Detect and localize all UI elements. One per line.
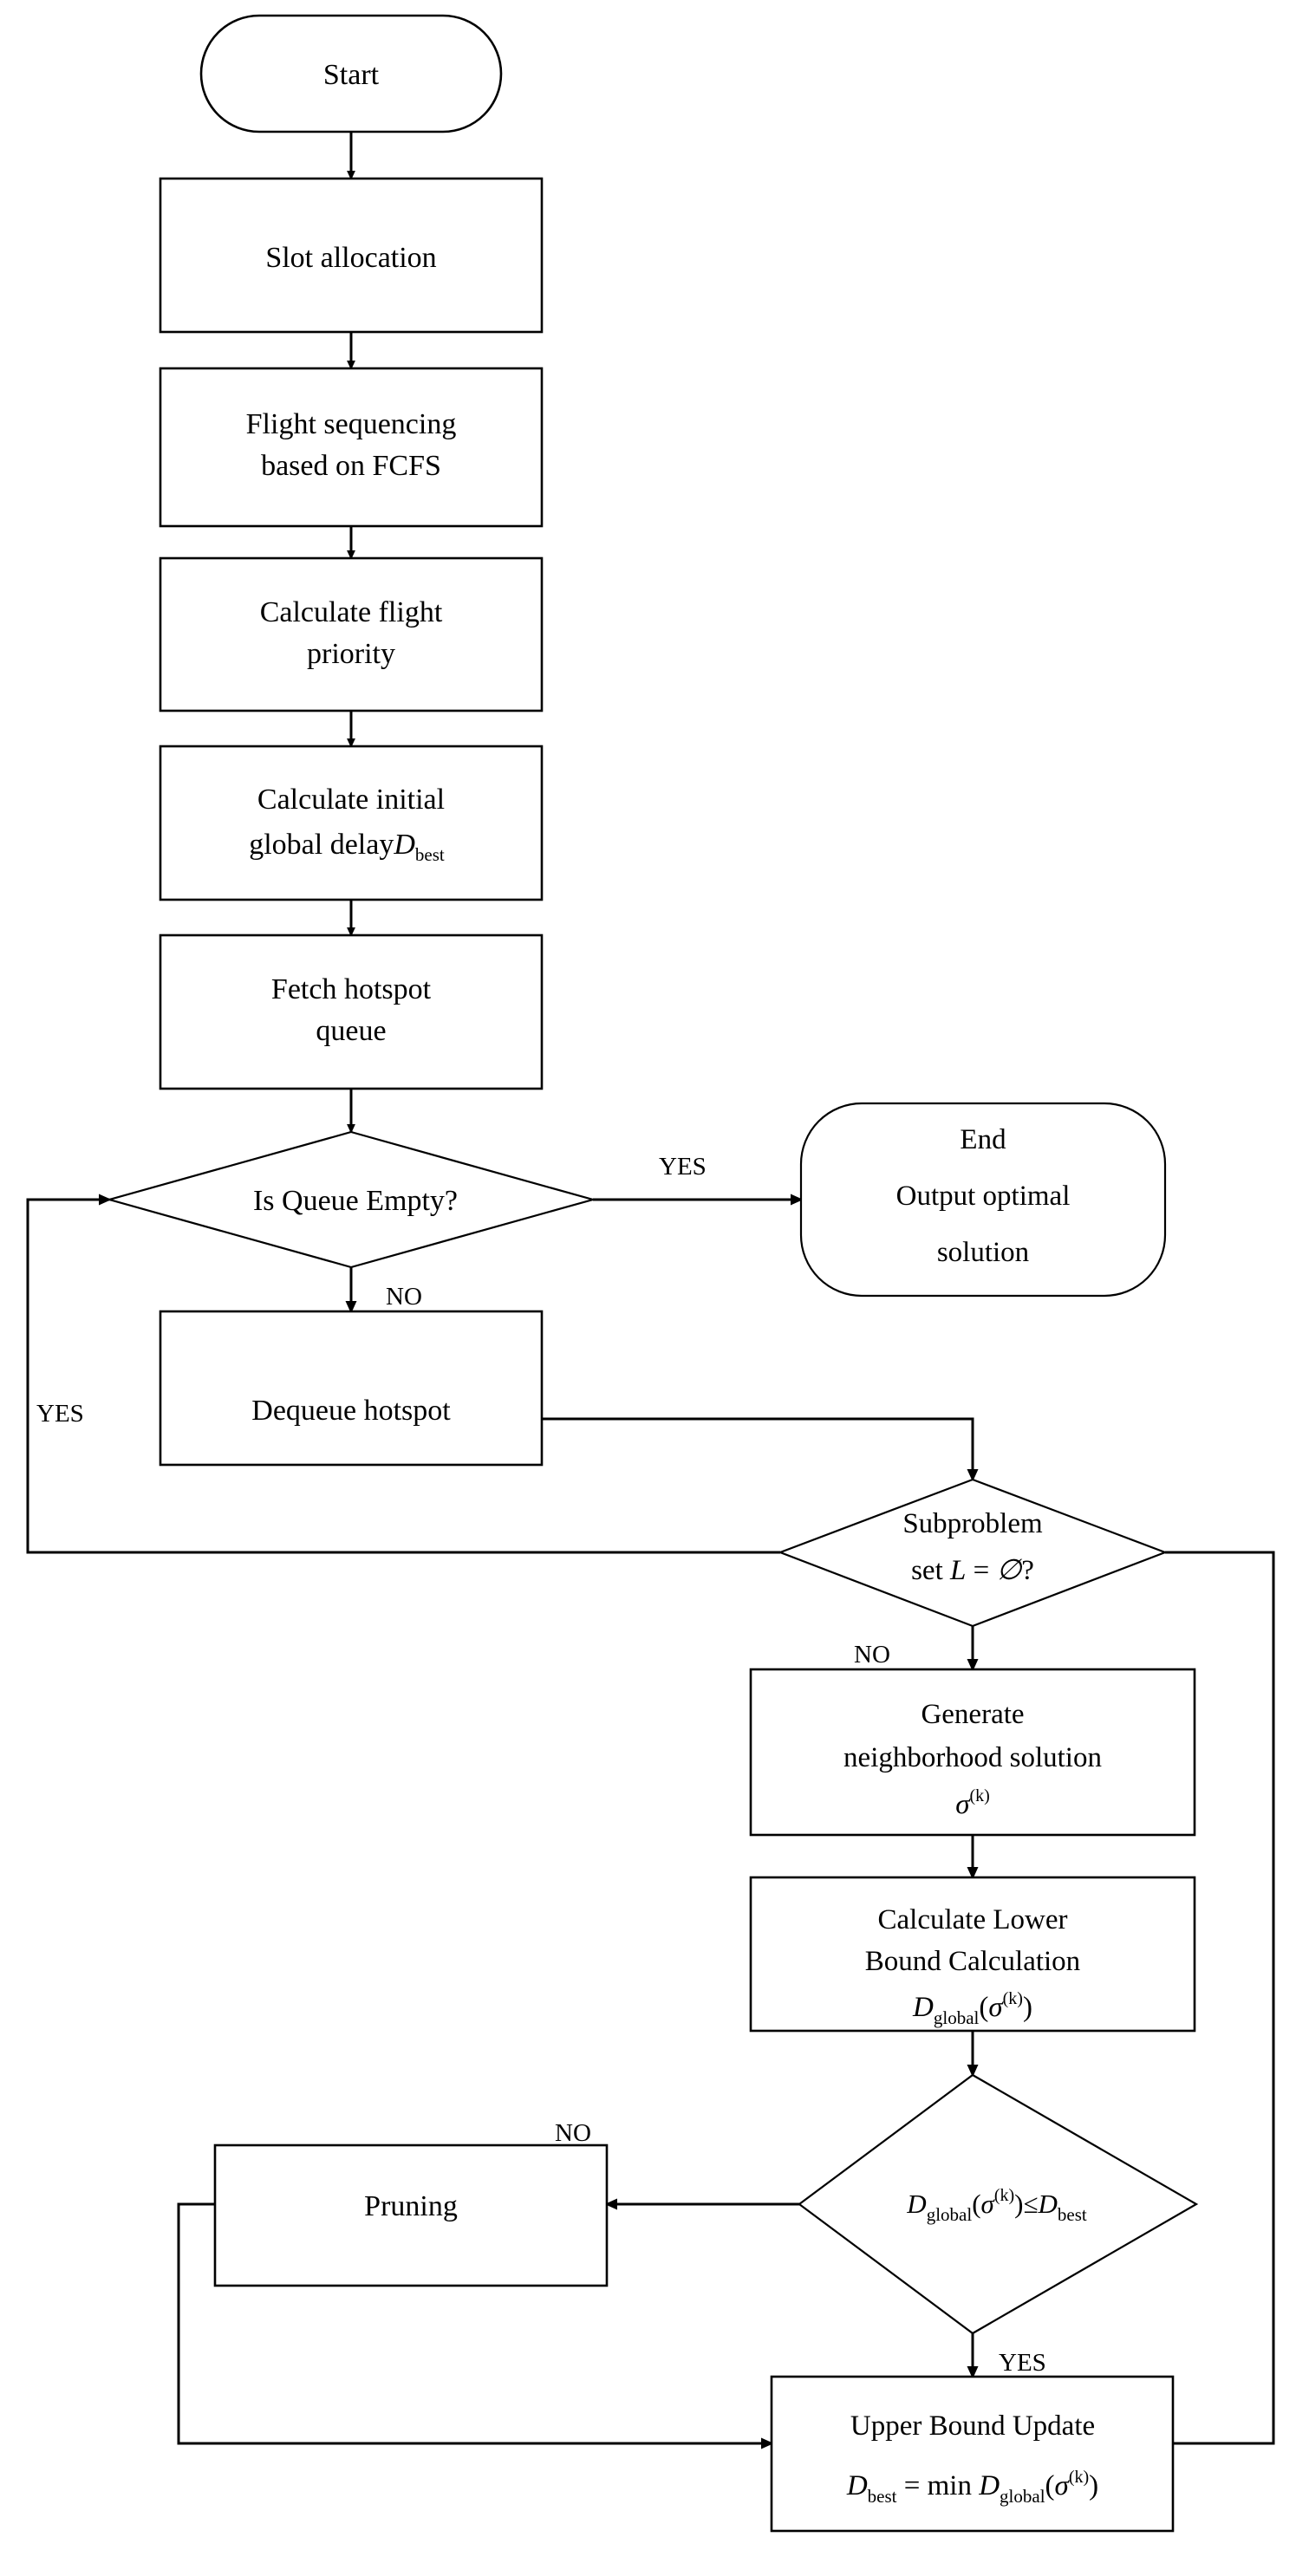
node-flight-sequencing-line2: based on FCFS [261,450,441,482]
upperbound-eq-min: = min [897,2470,980,2501]
node-is-queue-empty-label: Is Queue Empty? [253,1185,458,1217]
upperbound-paren-close: ) [1089,2470,1098,2501]
edge-label-bound-yes: YES [999,2349,1046,2377]
lowerbound-sigma: σ [988,1992,1004,2023]
node-dequeue-hotspot[interactable] [159,1310,544,1467]
upperbound-sigma-sup: (k) [1069,2468,1089,2487]
node-calculate-initial-delay-line1: Calculate initial [257,784,445,816]
lowerbound-D-sub: global [934,2007,980,2028]
node-calculate-initial-delay-line2: global delayDbest [249,829,445,865]
node-slot-allocation[interactable] [159,177,544,334]
node-flight-sequencing-line1: Flight sequencing [246,408,457,440]
edge-label-queue-empty-yes: YES [659,1153,707,1181]
boundcheck-sigma: σ [981,2189,996,2219]
node-slot-allocation-label: Slot allocation [265,242,436,274]
node-flight-sequencing[interactable] [159,367,544,528]
node-end[interactable] [799,1102,1167,1298]
node-dequeue-hotspot-label: Dequeue hotspot [251,1395,451,1427]
node-lower-bound[interactable] [749,1876,1196,2033]
node-generate-sigma: σ(k) [955,1786,990,1820]
edge-label-subproblem-no: NO [854,1641,890,1669]
node-lowerbound-line1: Calculate Lower [878,1904,1068,1935]
initial-delay-var-sub: best [415,844,445,865]
node-calculate-priority-line1: Calculate flight [260,596,443,628]
node-subproblem-line2: set L = ∅? [911,1555,1034,1586]
node-fetch-hotspot-line1: Fetch hotspot [271,973,432,1005]
initial-delay-text: global delay [249,829,394,861]
edge-label-queue-empty-no: NO [386,1283,422,1311]
node-fetch-hotspot-line2: queue [316,1015,386,1047]
edge-dequeue-to-subproblem [542,1417,979,1482]
node-generate-line1: Generate [921,1699,1024,1730]
node-calculate-initial-delay[interactable] [159,745,544,901]
lowerbound-D: D [912,1992,934,2023]
node-boundcheck-formula: Dglobal(σ(k))≤Dbest [906,2186,1087,2225]
edge-label-bound-no: NO [555,2119,591,2147]
node-upperbound-formula: Dbest = min Dglobal(σ(k)) [846,2468,1098,2507]
subproblem-emptyset: ∅ [997,1555,1023,1586]
node-lowerbound-formula: Dglobal(σ(k)) [912,1989,1032,2028]
boundcheck-paren-close: ) [1014,2189,1023,2219]
boundcheck-D1: D [906,2189,926,2219]
upperbound-D1-sub: best [868,2486,897,2507]
upperbound-D2: D [978,2470,1000,2501]
subproblem-equals: = [966,1555,996,1586]
node-is-queue-empty[interactable] [105,1130,597,1269]
node-bound-check[interactable] [798,2073,1199,2335]
generate-sigma-glyph: σ [955,1789,971,1820]
node-generate-neighborhood[interactable] [749,1668,1196,1837]
node-pruning[interactable] [213,2143,609,2287]
subproblem-set-word: set [911,1555,950,1586]
node-calculate-priority-line2: priority [307,638,395,670]
node-start-label: Start [323,59,380,91]
node-end-line1: End [960,1124,1006,1155]
node-calculate-priority[interactable] [159,556,544,712]
node-generate-line2: neighborhood solution [843,1742,1102,1773]
initial-delay-var: D [393,829,415,861]
generate-sigma-superscript: (k) [969,1786,989,1805]
upperbound-sigma: σ [1055,2470,1071,2501]
subproblem-question: ? [1021,1555,1034,1586]
node-fetch-hotspot-queue[interactable] [159,933,544,1090]
subproblem-var-L: L [949,1555,966,1586]
upperbound-D1: D [846,2470,868,2501]
edge-pruning-to-upperbound [177,2202,774,2449]
node-pruning-label: Pruning [364,2190,458,2222]
node-subproblem-set[interactable] [777,1478,1169,1628]
upperbound-D2-sub: global [1000,2486,1045,2507]
upperbound-paren-open: ( [1045,2470,1055,2501]
boundcheck-operator: ≤ [1023,2189,1038,2219]
lowerbound-paren-close: ) [1023,1992,1032,2023]
edge-upperbound-loopback-to-subproblem [1165,1551,1275,2445]
boundcheck-D2-sub: best [1058,2204,1087,2225]
edge-subproblem-yes-loopback [26,1194,780,1554]
node-upper-bound-update[interactable] [770,2375,1175,2533]
boundcheck-sigma-sup: (k) [994,2186,1014,2205]
lowerbound-sigma-sup: (k) [1003,1989,1023,2008]
boundcheck-D1-sub: global [927,2204,973,2225]
lowerbound-paren-open: ( [979,1992,988,2023]
node-upperbound-line1: Upper Bound Update [850,2410,1095,2442]
boundcheck-D2: D [1037,2189,1057,2219]
boundcheck-paren-open: ( [972,2189,980,2219]
node-end-line2: Output optimal [896,1181,1071,1212]
edge-label-loop-back-yes: YES [36,1400,84,1428]
node-start[interactable] [199,14,503,133]
node-subproblem-line1: Subproblem [902,1508,1043,1539]
node-lowerbound-line2: Bound Calculation [865,1946,1080,1977]
node-end-line3: solution [937,1237,1029,1268]
